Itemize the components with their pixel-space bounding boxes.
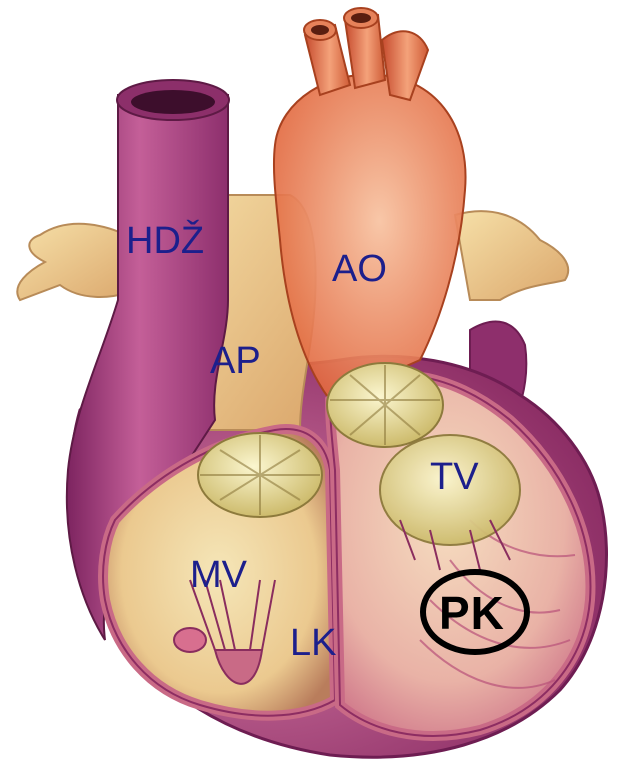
label-left-ventricle: LK bbox=[290, 624, 336, 662]
semilunar-valve bbox=[327, 363, 443, 447]
label-pulmonary-artery: AP bbox=[210, 342, 261, 380]
label-right-ventricle: PK bbox=[439, 590, 505, 636]
aorta bbox=[274, 8, 466, 400]
label-mitral-valve: MV bbox=[190, 556, 247, 594]
label-tricuspid-valve: TV bbox=[430, 458, 479, 496]
label-aorta: AO bbox=[332, 250, 387, 288]
label-superior-vena-cava: HDŽ bbox=[126, 222, 204, 260]
